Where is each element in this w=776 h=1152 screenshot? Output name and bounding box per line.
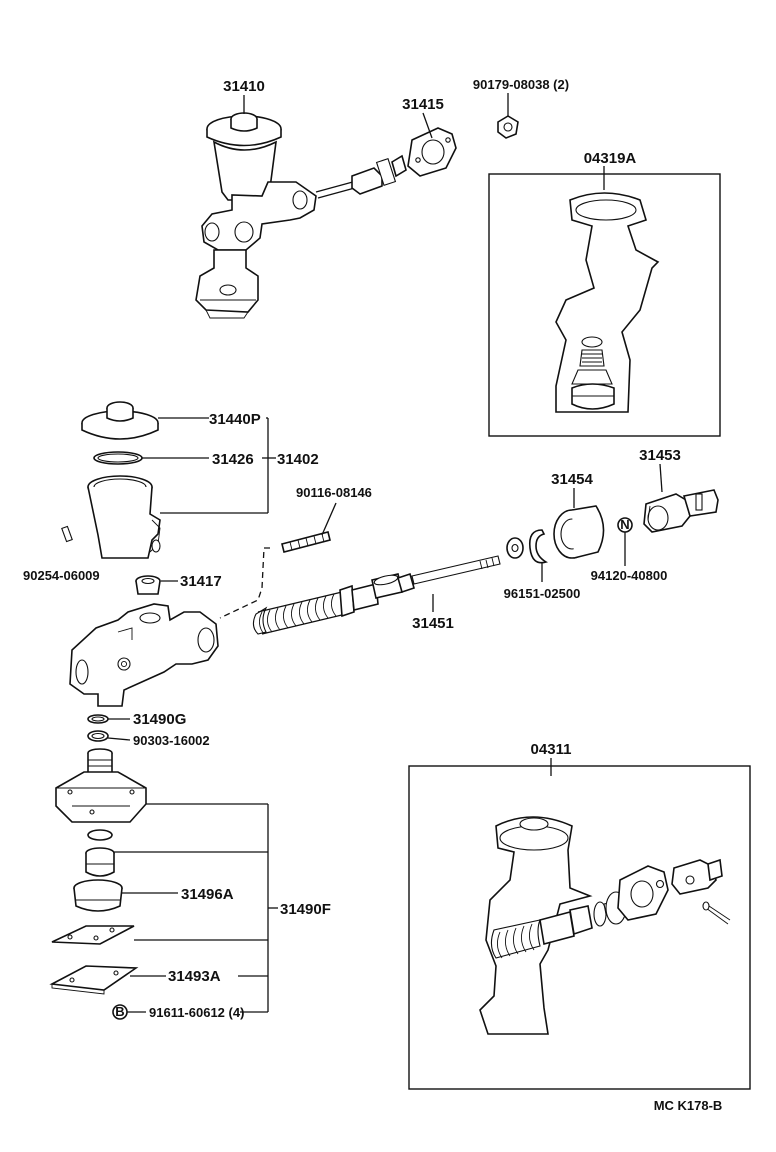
label-90303-16002: 90303-16002 [133,733,210,748]
kit-04319a-parts [555,192,660,413]
label-31417: 31417 [180,573,222,590]
cup-ring [87,829,113,841]
label-04311: 04311 [531,741,572,758]
plate-31493a [49,965,139,995]
label-90254-06009: 90254-06009 [23,568,100,583]
pin-90254 [61,525,73,543]
label-31453: 31453 [639,447,681,464]
grommet-31417 [135,575,161,595]
plate-upper [51,925,135,945]
stud-90116 [281,531,331,553]
diagram-code: MC K178-B [654,1098,723,1113]
label-31440p: 31440P [209,411,261,428]
marker-b: B [115,1004,124,1019]
label-31402: 31402 [277,451,319,468]
label-31454: 31454 [551,471,593,488]
kit-04311-parts [479,816,731,1035]
piston-small [85,847,115,877]
snap-ring-96151 [528,529,548,564]
label-91611-60612: 91611-60612 (4) [149,1005,244,1020]
washer [506,537,524,559]
label-90179-08038: 90179-08038 (2) [473,77,569,92]
label-90116-08146: 90116-08146 [296,485,372,500]
label-94120-40800: 94120-40800 [591,568,668,583]
label-31426: 31426 [212,451,254,468]
cylinder-block-31490f [55,748,147,823]
label-31493a: 31493A [168,968,221,985]
cylinder-body [69,603,219,707]
clevis-31453 [643,489,719,533]
label-31410: 31410 [223,78,265,95]
reservoir-body-31402 [87,475,161,559]
reservoir-cap-31440p [81,401,159,440]
kit-04311-box [408,765,751,1090]
label-31490g: 31490G [133,711,186,728]
piston-assembly-31451 [252,555,501,635]
marker-n: N [620,517,629,532]
label-31490f: 31490F [280,901,331,918]
boot-31454 [553,505,605,559]
label-31496a: 31496A [181,886,234,903]
master-cylinder-assembly-drawing [195,112,519,319]
diaphragm-31496a [73,879,123,912]
label-31451: 31451 [412,615,454,632]
label-31415: 31415 [402,96,444,113]
label-04319a: 04319A [584,150,637,167]
label-96151-02500: 96151-02500 [504,586,581,601]
